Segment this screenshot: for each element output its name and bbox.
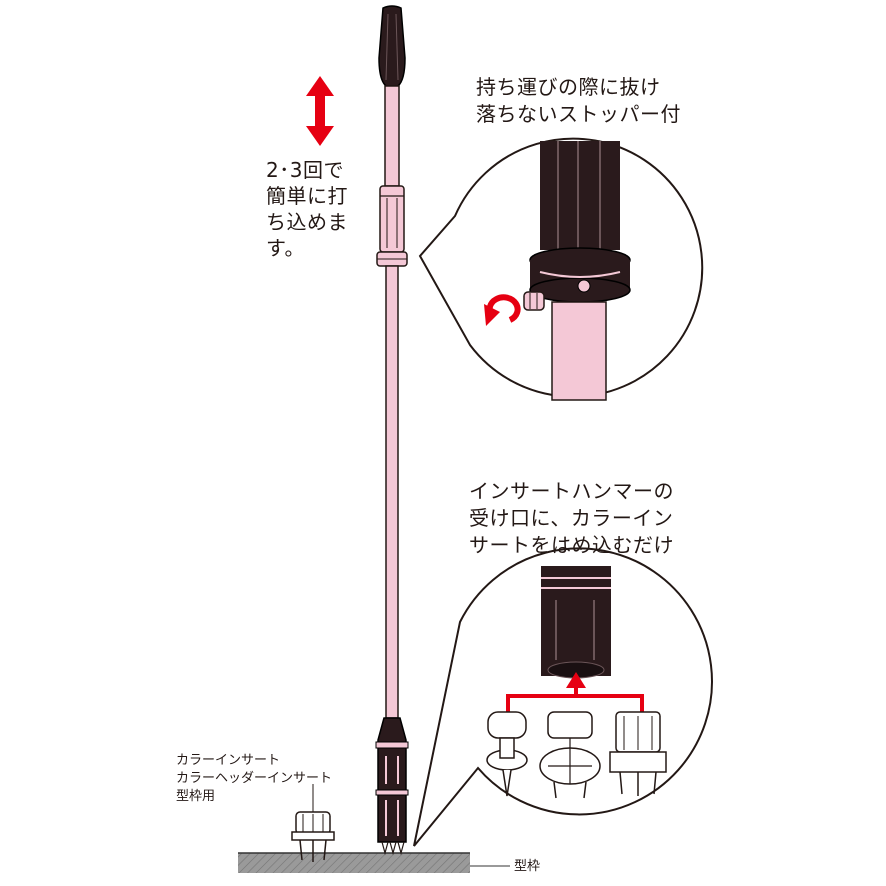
lower-shaft xyxy=(385,265,399,719)
up-down-arrow xyxy=(306,76,334,146)
strike-note-line-4: す。 xyxy=(266,236,305,260)
strike-note-line-3: ち込めま xyxy=(266,210,348,234)
stopper-callout xyxy=(418,137,704,401)
stopper-caption-line-1: 持ち運びの際に抜け xyxy=(476,75,661,99)
insert-callout xyxy=(413,547,713,847)
formwork-label: 型枠 xyxy=(514,859,541,874)
hammer-pole xyxy=(375,5,409,856)
insert-type-label-3: 型枠用 xyxy=(176,789,216,804)
insert-type-label-2: カラーヘッダーインサート xyxy=(176,771,333,786)
color-insert-icon xyxy=(486,711,528,797)
insert-type-label-1: カラーインサート xyxy=(176,753,281,768)
insert-caption-line-1: インサートハンマーの xyxy=(469,479,674,503)
insert-caption-line-3: サートをはめ込むだけ xyxy=(469,533,674,557)
strike-note-line-1: 2･3回で xyxy=(266,158,344,182)
stopper-caption-line-2: 落ちないストッパー付 xyxy=(476,102,681,126)
hammer-head xyxy=(377,717,407,843)
insert-caption-line-2: 受け口に、カラーイン xyxy=(469,506,674,530)
strike-note-line-2: 簡単に打 xyxy=(266,184,348,208)
color-header-insert-icon xyxy=(539,711,601,799)
formwork-ground xyxy=(238,852,510,873)
hammer-grip xyxy=(378,5,406,87)
upper-shaft xyxy=(384,85,400,187)
insert-in-formwork xyxy=(291,784,335,862)
formwork-insert-icon xyxy=(609,711,667,796)
